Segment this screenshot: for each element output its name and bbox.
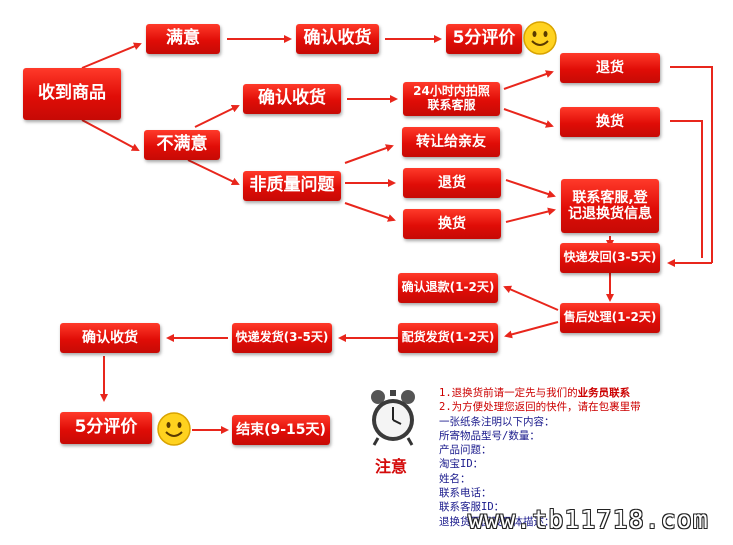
- arrow-received-unsatisfied: [81, 119, 140, 151]
- node-received: 收到商品: [23, 68, 121, 120]
- arrow-unsatisfied-nonquality: [187, 159, 240, 186]
- node-return-top: 退货: [560, 53, 660, 83]
- arrow-after-refund: [503, 285, 559, 311]
- note-line-2: 2.为方便处理您返回的快件，请在包裹里带: [439, 401, 641, 414]
- note-text: 1.退换货前请一定先与我们的业务员联系 2.为方便处理您返回的快件，请在包裹里带…: [439, 386, 641, 529]
- bracket-return-line: [670, 66, 713, 263]
- node-confirm-receipt-bottom: 确认收货: [60, 323, 160, 353]
- note-label: 注意: [375, 457, 408, 476]
- node-rate-top: 5分评价: [446, 24, 522, 54]
- node-rate-bottom: 5分评价: [60, 412, 152, 444]
- arrow-return-contact: [505, 179, 556, 198]
- node-confirm-refund: 确认退款(1-2天): [398, 273, 498, 303]
- node-return-mid: 退货: [403, 168, 501, 198]
- note-line-8: 联系电话：: [439, 487, 492, 500]
- note-line-10: 退换货原因及具体描述：: [439, 515, 555, 528]
- watermark: www.tb11718.com: [468, 505, 709, 534]
- node-transfer-friend: 转让给亲友: [402, 127, 500, 157]
- node-express-return: 快递发回(3-5天): [560, 243, 660, 273]
- note-line-5: 产品问题：: [439, 444, 492, 457]
- note-line-7: 姓名：: [439, 472, 471, 485]
- node-exchange-top: 换货: [560, 107, 660, 137]
- node-satisfied: 满意: [146, 24, 220, 54]
- note-line-1: 1.退换货前请一定先与我们的业务员联系: [439, 387, 631, 399]
- node-exchange-mid: 换货: [403, 209, 501, 239]
- arrow-nonquality-exchange: [344, 202, 396, 222]
- arrow-contact-return: [503, 70, 554, 90]
- arrow-received-satisfied: [81, 42, 142, 69]
- smiley-icon: [523, 21, 557, 55]
- note-line-3: 一张纸条注明以下内容：: [439, 415, 555, 428]
- node-confirm-receipt-mid: 确认收货: [243, 84, 341, 114]
- node-contact-service: 联系客服,登记退换货信息: [561, 179, 659, 233]
- note-line-4: 所寄物品型号/数量：: [439, 429, 540, 442]
- alarm-clock-icon: [371, 390, 415, 446]
- arrow-unsatisfied-confirm: [194, 105, 240, 128]
- node-finish: 结束(9-15天): [232, 415, 330, 445]
- smiley-icon: [157, 412, 191, 446]
- note-line-9: 联系客服ID：: [439, 501, 505, 514]
- note-line-6: 淘宝ID：: [439, 458, 484, 471]
- arrow-nonquality-transfer: [344, 144, 394, 164]
- note-accent: 业务员联系: [577, 387, 631, 399]
- node-non-quality: 非质量问题: [243, 171, 341, 201]
- arrow-contact-exchange: [503, 108, 554, 128]
- node-contact-24h: 24小时内拍照联系客服: [403, 82, 500, 116]
- node-after-sales: 售后处理(1-2天): [560, 303, 660, 333]
- arrow-after-dispatch: [504, 321, 559, 339]
- node-express-ship: 快递发货(3-5天): [232, 323, 332, 353]
- arrow-exchange-contact: [505, 207, 556, 223]
- node-unsatisfied: 不满意: [144, 130, 220, 160]
- bracket-exchange-line: [670, 120, 703, 258]
- node-dispatch: 配货发货(1-2天): [398, 323, 498, 353]
- node-confirm-receipt-top: 确认收货: [296, 24, 379, 54]
